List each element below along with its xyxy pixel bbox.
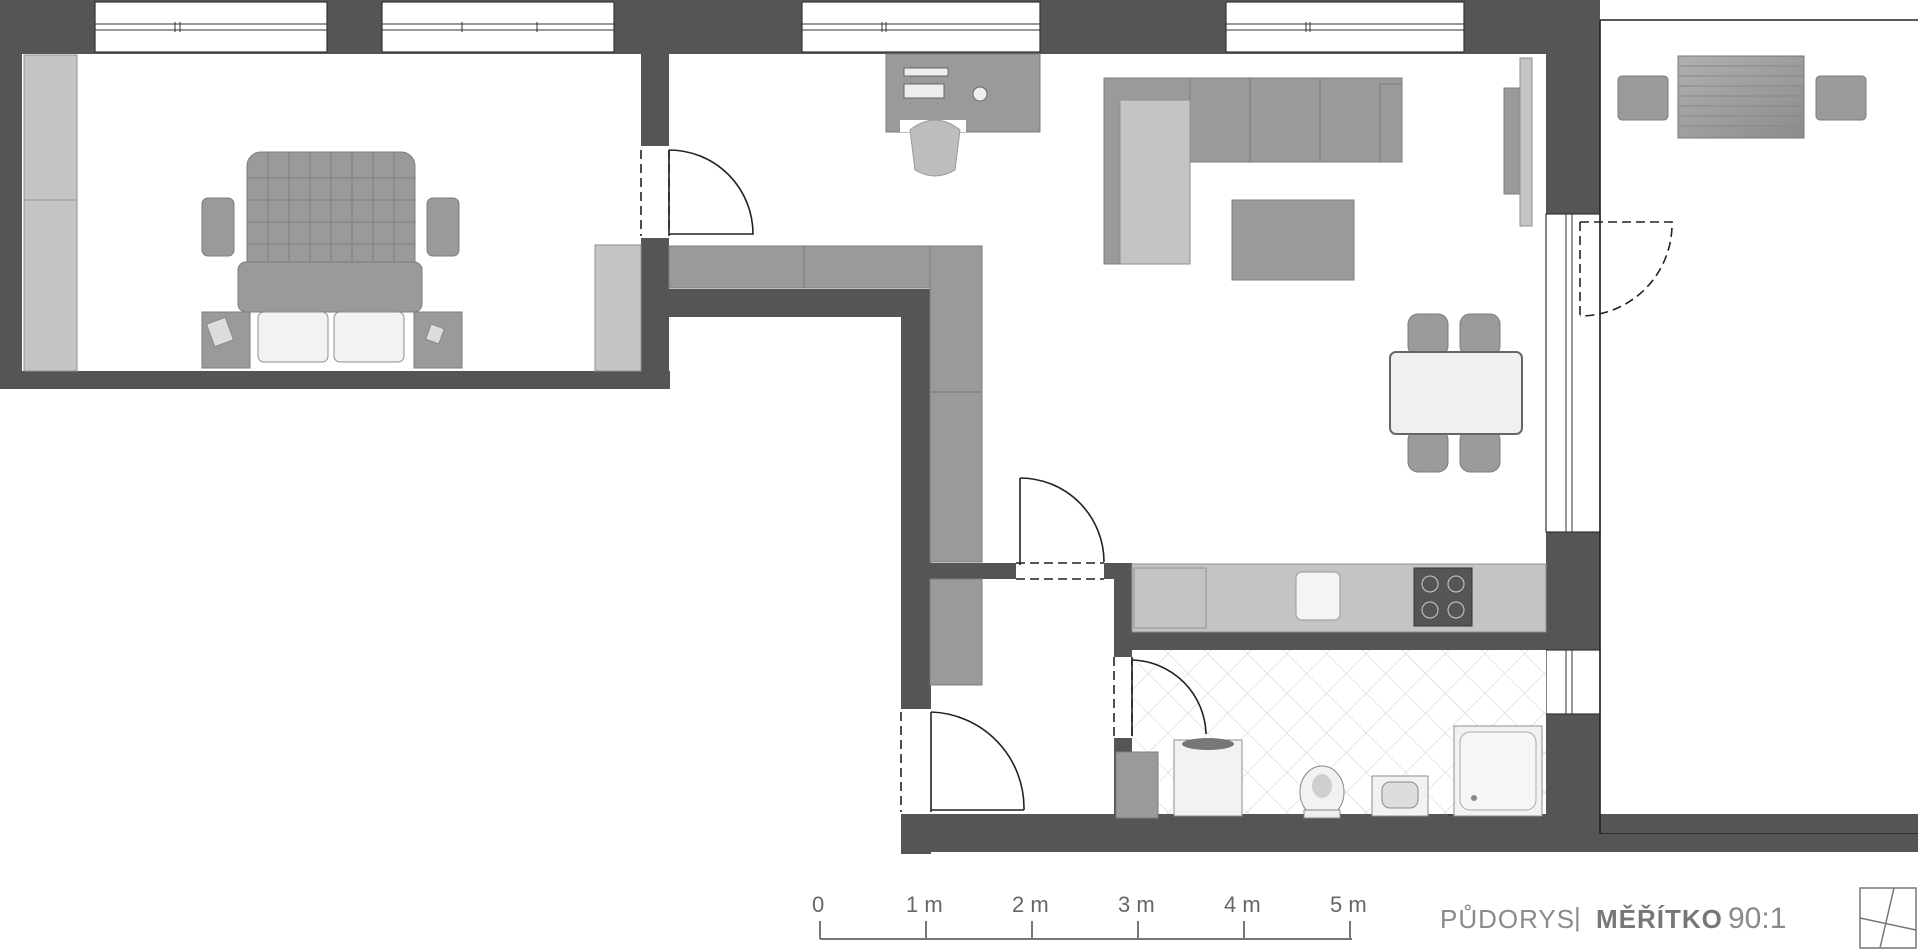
scale-tick-label: 1 m [906,892,943,917]
bedroom-door [640,146,754,238]
kitchen [1131,563,1547,633]
bedroom [23,54,642,372]
living-room [885,53,1533,473]
scale-label: MĚŘÍTKO [1596,904,1723,934]
scale-value: 90:1 [1728,902,1786,935]
hall-door [1016,477,1105,580]
scale-tick-label: 2 m [1012,892,1049,917]
dining-table [1389,351,1523,435]
scale-tick-label: 0 [812,892,824,917]
scale-tick-label: 4 m [1224,892,1261,917]
balcony [1599,19,1918,852]
plan-title: PŮDORYS [1440,903,1575,934]
legend: PŮDORYS | MĚŘÍTKO 90:1 [1440,902,1786,935]
scale-bar: 0 1 m 2 m 3 m 4 m 5 m [812,892,1367,940]
compass-icon [1859,887,1917,949]
bathroom [1113,650,1546,819]
entrance-door [900,709,1025,814]
balcony-door [1579,221,1673,317]
scale-tick-label: 3 m [1118,892,1155,917]
windows [94,1,1601,715]
wardrobe [668,245,983,686]
scale-tick-label: 5 m [1330,892,1367,917]
legend-separator: | [1574,902,1582,932]
